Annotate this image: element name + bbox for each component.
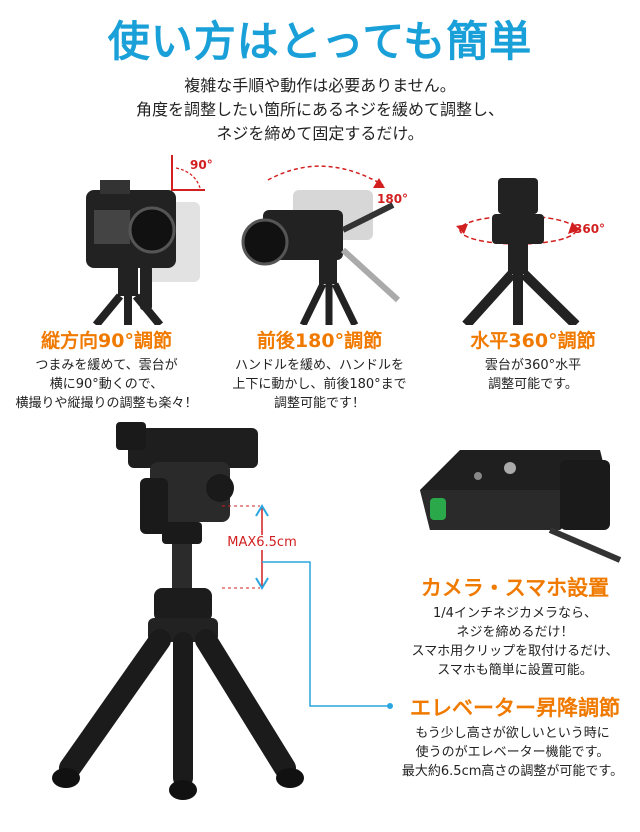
tripod-main-image	[52, 422, 304, 800]
feature-title: 前後180°調節	[256, 330, 383, 352]
page-title: 使い方はとっても簡単	[107, 17, 533, 66]
camera-desc-line: スマホも簡単に設置可能。	[437, 663, 593, 678]
feature-horizontal-360: 360° 水平360°調節 雲台が360°水平 調整可能です。	[426, 150, 640, 410]
feature-desc-line: 雲台が360°水平	[484, 358, 582, 373]
camera-desc-line: ネジを締めるだけ！	[456, 625, 574, 640]
max-height-label: MAX6.5cm	[222, 535, 302, 550]
elevator-desc-line: 最大約6.5cm高さの調整が可能です。	[401, 764, 624, 779]
angle-90-label: 90°	[190, 158, 213, 172]
feature-desc-line: 調整可能です。	[488, 377, 578, 392]
camera-tilt-180-image	[241, 165, 401, 325]
feature-front-back-180: 180° 前後180°調節 ハンドルを緩め、ハンドルを 上下に動かし、前後180…	[213, 150, 426, 411]
elevator-desc-line: 使うのがエレベーター機能です。	[415, 745, 610, 760]
tripod-pan-360-image	[456, 178, 580, 325]
camera-section-title: カメラ・スマホ設置	[420, 576, 610, 600]
feature-desc-line: 横に90°動くので、	[49, 377, 164, 392]
intro-line-2: 角度を調整したい箇所にあるネジを緩めて調整し、	[135, 100, 504, 119]
guide-line	[262, 561, 393, 709]
angle-180-label: 180°	[377, 192, 409, 206]
feature-title: 縦方向90°調節	[41, 330, 172, 352]
camera-desc-line: 1/4インチネジカメラなら、	[433, 606, 597, 621]
quick-release-plate-image	[420, 450, 622, 563]
feature-title: 水平360°調節	[470, 330, 596, 352]
feature-desc-line: ハンドルを緩め、ハンドルを	[234, 358, 404, 373]
intro-line-1: 複雑な手順や動作は必要ありません。	[184, 76, 456, 95]
feature-desc-line: つまみを緩めて、雲台が	[35, 358, 178, 373]
feature-vertical-90: 90° 縦方向90°調節 つまみを緩めて、雲台が 横に90°動くので、 横撮りや…	[0, 150, 213, 411]
feature-desc-line: 調整可能です！	[273, 396, 365, 411]
camera-tilt-90-image	[86, 155, 205, 325]
feature-desc-line: 横撮りや縦撮りの調整も楽々！	[15, 396, 198, 411]
elevator-desc-line: もう少し高さが欲しいという時に	[415, 726, 610, 741]
intro-line-3: ネジを締めて固定するだけ。	[216, 124, 424, 143]
camera-desc-line: スマホ用クリップを取付けるだけ、	[411, 644, 619, 659]
elevator-section-title: エレベーター昇降調節	[410, 696, 620, 720]
angle-360-label: 360°	[574, 222, 606, 236]
feature-desc-line: 上下に動かし、前後180°まで	[232, 377, 407, 392]
